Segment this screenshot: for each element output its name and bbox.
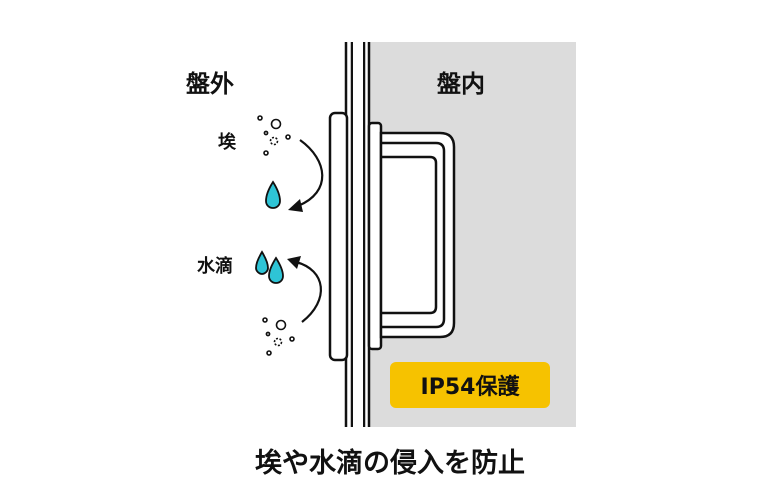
arrow-head [287, 256, 301, 269]
outside-panel-label: 盤外 [186, 70, 234, 98]
inner-body [367, 121, 456, 351]
arrow-head [288, 199, 303, 212]
caption: 埃や水滴の侵入を防止 [255, 448, 525, 479]
outer-flange [328, 111, 349, 362]
ip54-badge: IP54保護 [390, 362, 550, 408]
dust-particles-icon [262, 317, 295, 356]
curved-arrow-icon [295, 260, 322, 323]
water-drop-icon [255, 250, 269, 275]
water-label: 水滴 [197, 256, 233, 277]
water-drop-icon [265, 180, 281, 209]
dust-particles-icon [257, 115, 291, 156]
dust-label: 埃 [218, 132, 236, 153]
water-drop-icon [268, 256, 284, 284]
inside-panel-label: 盤内 [437, 70, 485, 98]
curved-arrow-icon [297, 139, 324, 208]
